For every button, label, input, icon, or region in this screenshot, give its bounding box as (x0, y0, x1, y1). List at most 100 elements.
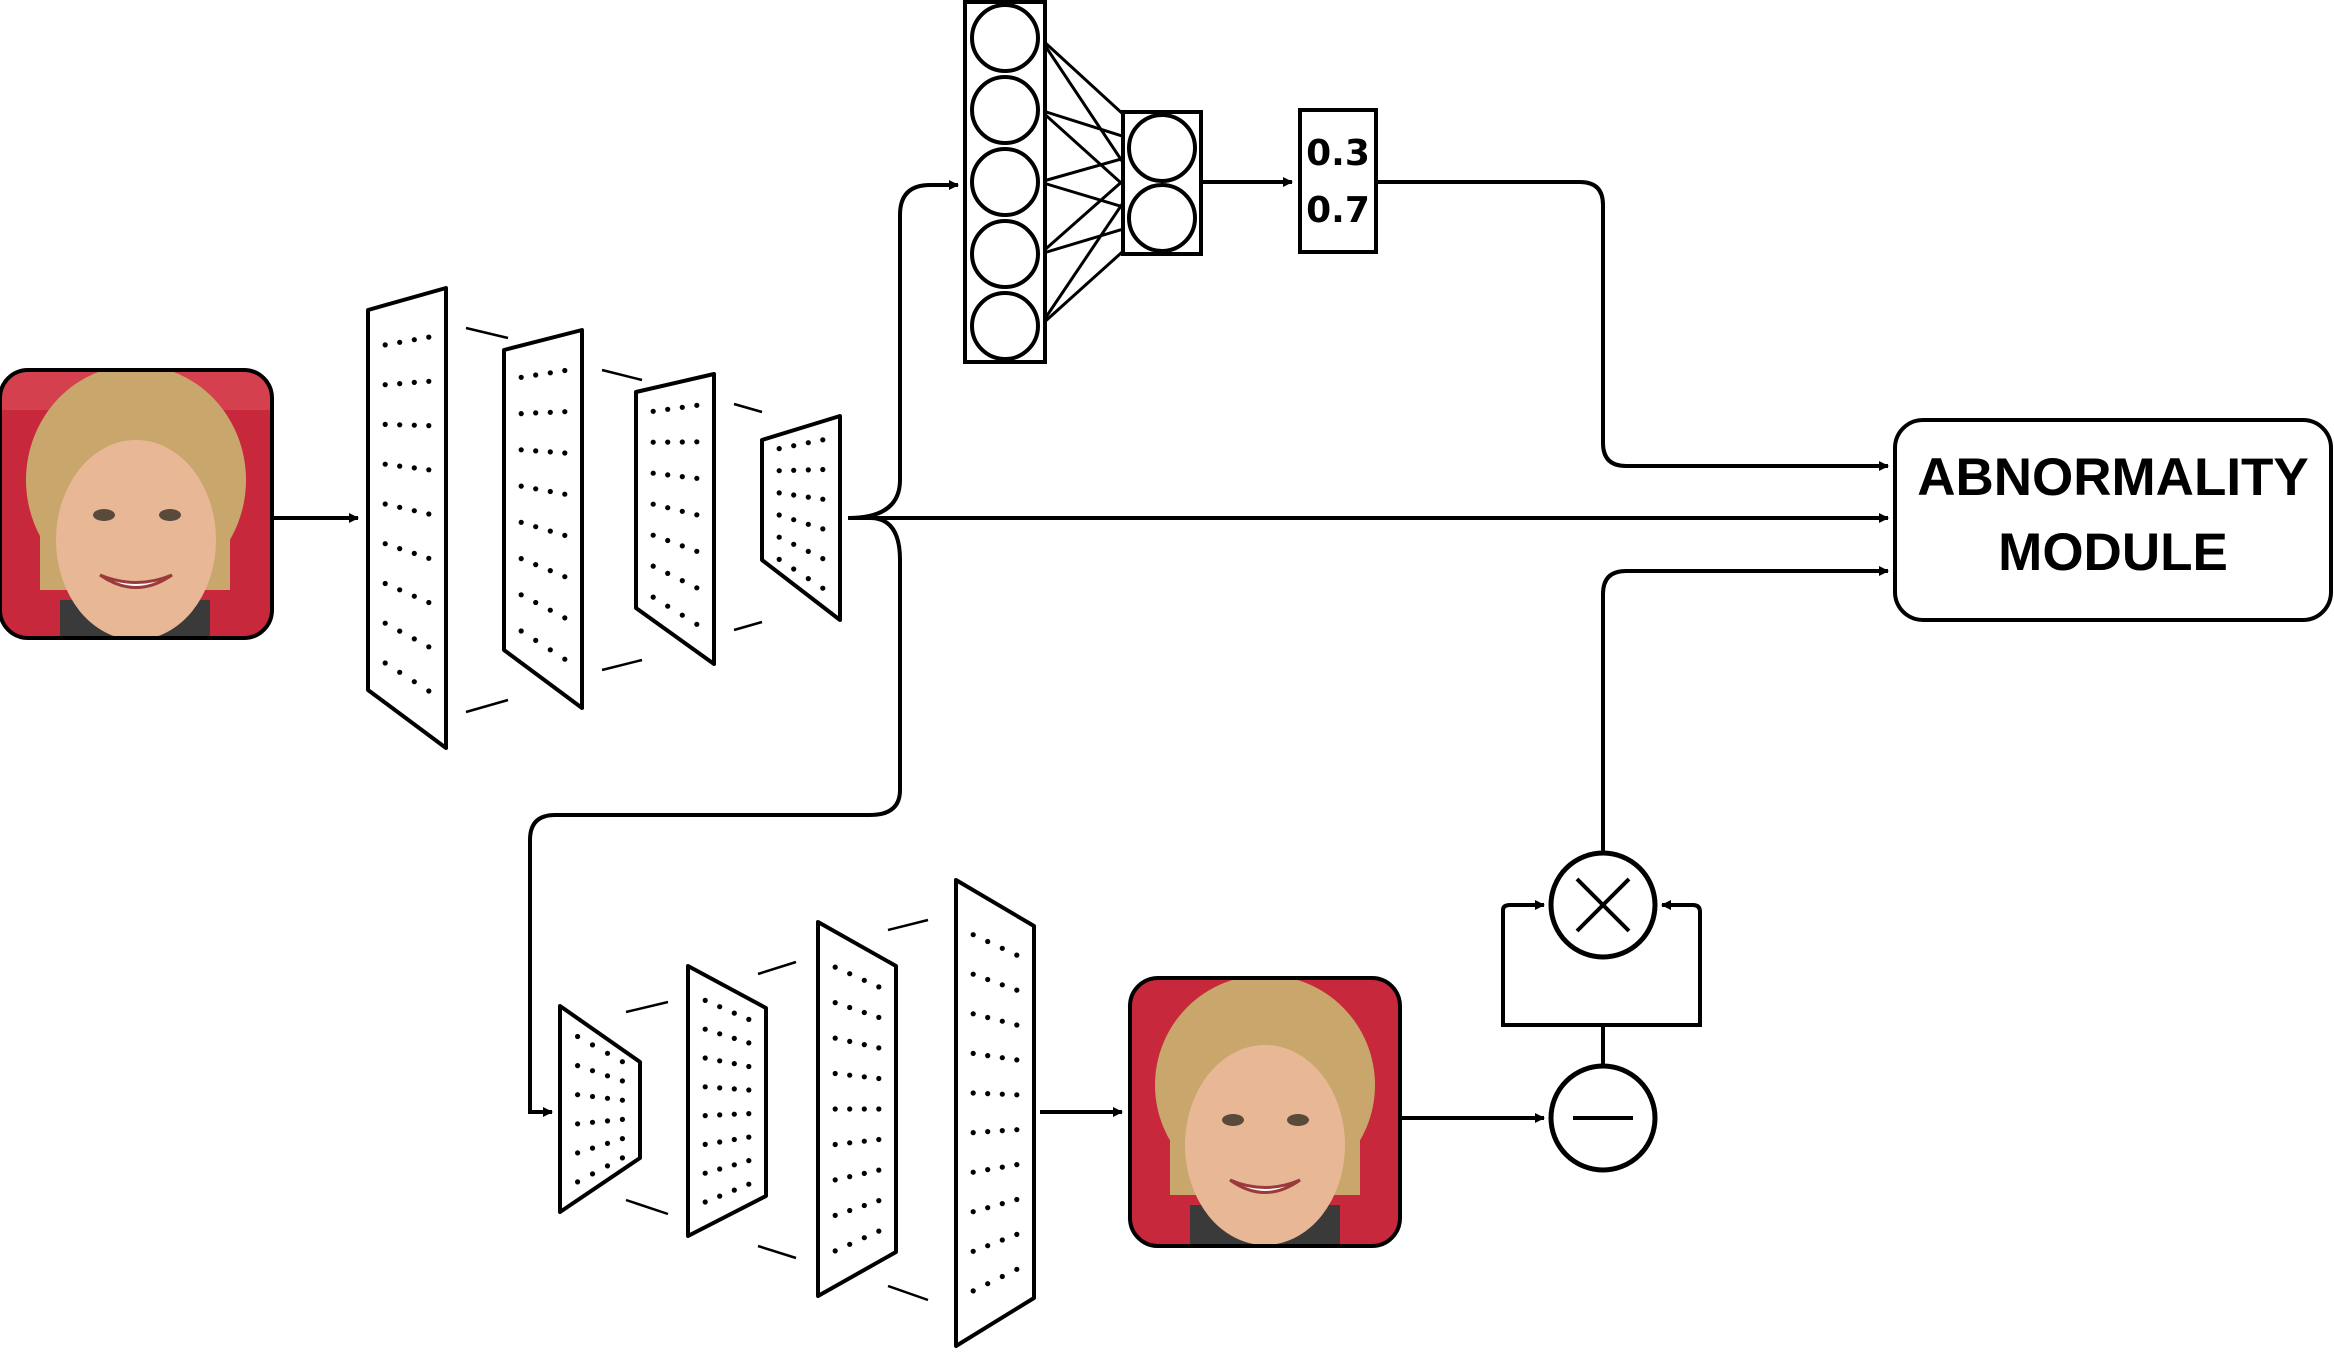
feature-dot (547, 370, 553, 376)
feature-dot (1014, 952, 1020, 958)
feature-dot (746, 1158, 752, 1164)
feature-dot (679, 578, 685, 584)
feature-dots (702, 997, 752, 1205)
arrow-loop-right-to-multiply (1603, 900, 1702, 1027)
feature-layer (634, 372, 716, 666)
feature-dots (832, 964, 882, 1254)
feature-dot (533, 448, 539, 454)
feature-dot (589, 1068, 596, 1074)
feature-dot (518, 483, 524, 489)
feature-dot (702, 997, 708, 1004)
layer-link (601, 368, 643, 382)
module-label-line-1: ABNORMALITY (1917, 448, 2309, 507)
feature-dot (665, 505, 671, 511)
feature-dot (832, 1248, 838, 1254)
feature-dot (382, 620, 388, 626)
feature-dot (847, 971, 853, 977)
feature-dot (731, 1061, 737, 1067)
feature-dot (776, 512, 782, 518)
feature-dot (426, 688, 432, 694)
feature-dot (861, 1138, 867, 1144)
feature-dot (985, 1205, 991, 1211)
feature-dot (847, 1241, 853, 1247)
feature-dots (650, 402, 700, 627)
feature-dot (562, 574, 568, 580)
feature-dots (776, 437, 826, 591)
feature-dot (547, 607, 553, 613)
feature-dot (717, 1004, 723, 1010)
feature-dot (679, 404, 685, 410)
feature-dot (533, 637, 539, 644)
feature-dot (702, 1170, 708, 1176)
feature-dot (1014, 1266, 1020, 1272)
feature-dot (847, 1072, 853, 1078)
layer-link (757, 1244, 797, 1260)
feature-dot (694, 585, 700, 591)
feature-dot (985, 1053, 991, 1059)
neuron (970, 219, 1040, 289)
feature-dot (970, 1090, 976, 1096)
feature-dot (999, 1055, 1005, 1061)
feature-dot (791, 492, 797, 498)
feature-dot (805, 440, 811, 446)
feature-dot (1014, 1162, 1020, 1168)
feature-dot (411, 679, 417, 685)
feature-dot (970, 971, 976, 977)
neuron (1127, 113, 1197, 183)
feature-layer (760, 414, 842, 622)
feature-dot (876, 1167, 882, 1173)
feature-dot (820, 585, 826, 591)
feature-dot (832, 1177, 838, 1183)
feature-dot (702, 1113, 708, 1119)
neuron (970, 75, 1040, 145)
feature-dot (832, 1212, 838, 1218)
feature-dot (694, 548, 700, 554)
probability-output: 0.3 0.7 (1298, 108, 1378, 254)
feature-dot (562, 532, 568, 539)
feature-dot (970, 932, 976, 938)
feature-dot (426, 599, 432, 606)
neuron (1127, 183, 1197, 253)
feature-dot (717, 1058, 723, 1064)
layer-link (757, 960, 797, 976)
feature-dot (970, 1050, 976, 1056)
feature-dot (382, 660, 388, 666)
feature-dot (382, 342, 388, 348)
feature-dot (679, 439, 685, 445)
feature-dot (665, 603, 671, 609)
feature-dot (679, 543, 685, 549)
feature-dot (397, 339, 403, 345)
feature-layer (686, 964, 768, 1238)
feature-dot (411, 422, 417, 428)
feature-dot (589, 1093, 596, 1100)
feature-dot (876, 1136, 882, 1143)
feature-dot (985, 976, 991, 983)
feature-dot (518, 556, 524, 562)
arrow-loop-left-to-multiply (1501, 900, 1603, 1027)
layer-link (625, 1000, 669, 1014)
layer-link (625, 1198, 669, 1216)
feature-dot (650, 408, 656, 414)
feature-dot (746, 1040, 752, 1046)
reconstructed-face-photo (1128, 976, 1402, 1248)
feature-dot (999, 1164, 1005, 1170)
classifier-network (963, 0, 1203, 364)
feature-dot (876, 984, 882, 990)
feature-dot (847, 1207, 853, 1214)
feature-layer (502, 328, 584, 710)
feature-dot (985, 1129, 991, 1135)
arrow-multiply-to-module (1601, 566, 1889, 853)
feature-dot (397, 463, 403, 469)
feature-dot (985, 1091, 991, 1097)
feature-dot (619, 1116, 626, 1122)
multiply-icon (1548, 850, 1658, 960)
feature-dot (382, 461, 388, 467)
feature-dot (746, 1181, 752, 1187)
layer-link (465, 326, 509, 340)
feature-dot (999, 945, 1005, 951)
feature-dot (861, 1009, 867, 1016)
layer-link (601, 658, 643, 672)
feature-dot (411, 550, 417, 557)
feature-dot (679, 612, 685, 618)
layer-link (733, 620, 763, 632)
